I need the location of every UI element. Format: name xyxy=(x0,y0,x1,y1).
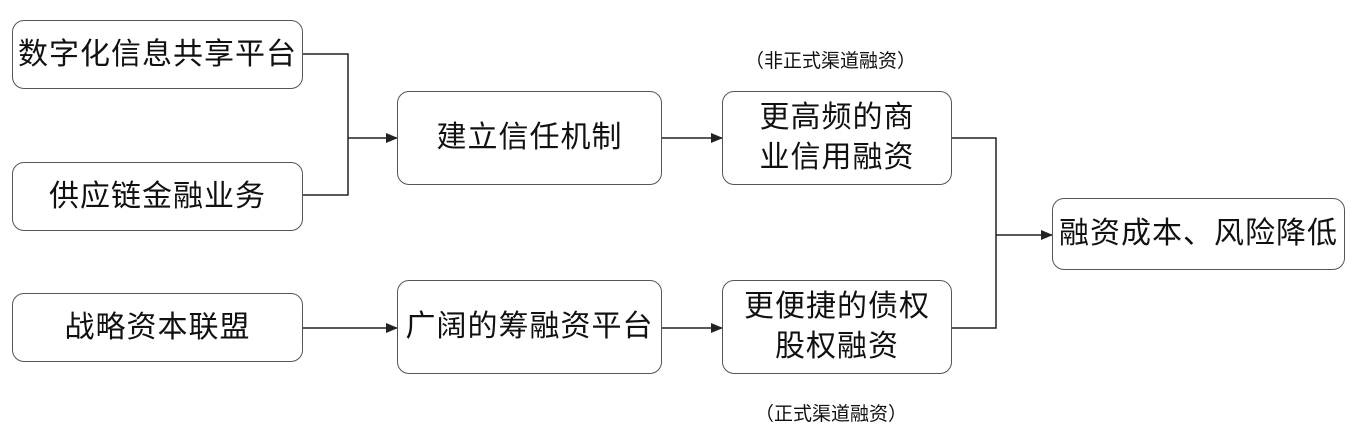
connector-commercial-credit xyxy=(952,137,997,235)
node-debt-equity-line1: 更便捷的债权 xyxy=(744,289,930,324)
node-financing-platform-label: 广阔的筹融资平台 xyxy=(405,309,654,344)
connector-debt-equity xyxy=(952,235,997,329)
node-commercial-credit-line1: 更高频的商 xyxy=(759,100,915,135)
node-digital-platform: 数字化信息共享平台 xyxy=(12,20,303,89)
node-outcome: 融资成本、风险降低 xyxy=(1052,198,1345,270)
note-formal-channel: （正式渠道融资） xyxy=(755,403,908,425)
node-supply-chain-label: 供应链金融业务 xyxy=(49,178,266,214)
node-commercial-credit: 更高频的商 业信用融资 xyxy=(722,91,952,185)
node-digital-platform-label: 数字化信息共享平台 xyxy=(18,36,297,72)
node-commercial-credit-line2: 业信用融资 xyxy=(759,140,915,175)
node-strategic-alliance: 战略资本联盟 xyxy=(12,293,303,362)
connector-supply-chain xyxy=(303,138,349,196)
node-debt-equity-line2: 股权融资 xyxy=(775,329,899,364)
connector-digital-platform xyxy=(303,53,349,138)
node-outcome-label: 融资成本、风险降低 xyxy=(1059,216,1338,251)
node-debt-equity: 更便捷的债权 股权融资 xyxy=(722,280,952,374)
note-informal-channel: （非正式渠道融资） xyxy=(745,50,917,72)
node-strategic-alliance-label: 战略资本联盟 xyxy=(64,309,251,345)
node-trust-mechanism-label: 建立信任机制 xyxy=(436,120,623,155)
node-trust-mechanism: 建立信任机制 xyxy=(397,91,662,185)
node-supply-chain: 供应链金融业务 xyxy=(12,162,303,231)
node-financing-platform: 广阔的筹融资平台 xyxy=(397,280,662,374)
